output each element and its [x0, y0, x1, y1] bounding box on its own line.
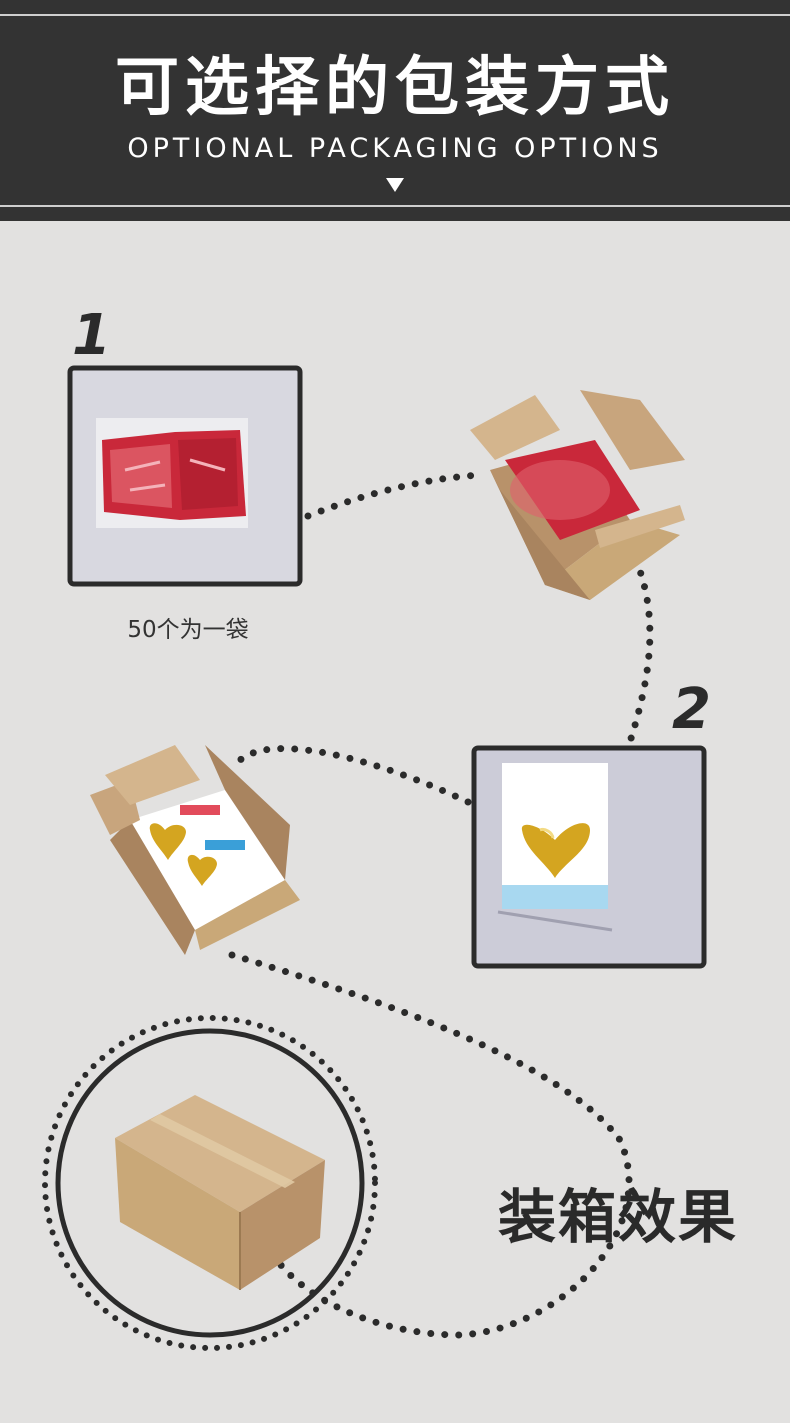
box-with-red-balloons [470, 390, 685, 600]
result-dotted-ring [42, 1015, 378, 1351]
page-title: 可选择的包装方式 [115, 51, 675, 125]
header-top-rule [0, 14, 790, 16]
step-1-caption: 50个为一袋 [127, 617, 249, 643]
down-arrow-icon [386, 178, 404, 192]
page-subtitle: OPTIONAL PACKAGING OPTIONS [127, 133, 663, 164]
header-banner: 可选择的包装方式 OPTIONAL PACKAGING OPTIONS [0, 0, 790, 221]
step-number-1: 1 [72, 303, 111, 368]
photo-frame-bagged-balloons [67, 365, 303, 587]
header-bottom-rule [0, 205, 790, 207]
sealed-carton [115, 1095, 325, 1290]
photo-frame-boxed-card [471, 745, 707, 969]
box-with-balloon-cards [90, 745, 300, 955]
step-number-2: 2 [672, 677, 711, 742]
connector-box-to-card [624, 556, 654, 752]
connector-box-to-result [228, 951, 633, 1339]
dotted-connectors [228, 471, 654, 1339]
connector-bag-to-box [304, 471, 484, 520]
packing-result-label: 装箱效果 [498, 1183, 739, 1251]
connector-card-to-box [234, 745, 472, 806]
result-solid-ring [55, 1028, 365, 1338]
